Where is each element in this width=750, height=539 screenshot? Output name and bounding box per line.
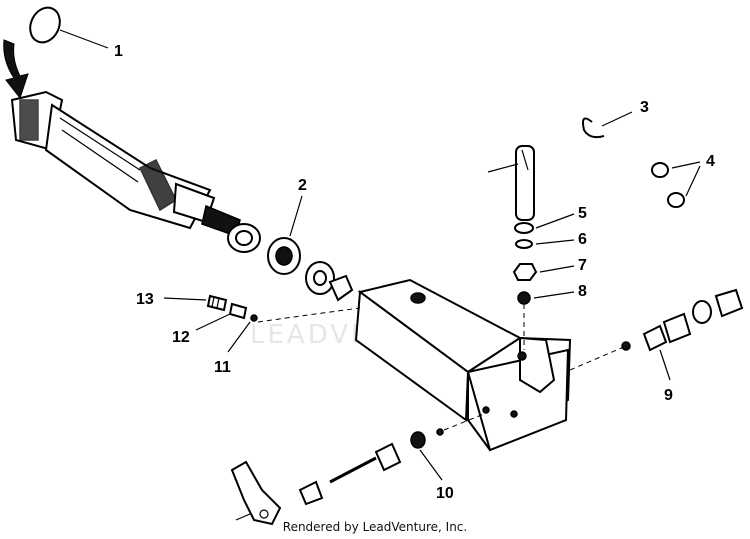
callout-6: 6: [578, 231, 587, 248]
callout-3: 3: [640, 99, 649, 116]
valve-handle: [230, 460, 282, 526]
callout-10: 10: [436, 485, 454, 502]
part-11-ball: [250, 314, 258, 322]
assembly-line: [569, 345, 627, 371]
part-8-ball: [517, 291, 531, 305]
assembly-arrow-icon: [3, 39, 29, 100]
part-4-retaining-rings: [651, 162, 685, 208]
callout-11: 11: [214, 359, 231, 376]
callout-7: 7: [578, 257, 587, 274]
part-2-bushing: [227, 223, 354, 302]
callout-4: 4: [706, 153, 715, 170]
part-3-clip: [582, 117, 605, 139]
hydraulic-cylinder: [10, 90, 241, 237]
part-13-spring: [206, 294, 228, 312]
leader-lines: [59, 29, 701, 481]
assembly-line: [487, 163, 519, 173]
part-12-seat: [228, 302, 248, 320]
part-5-washer: [514, 222, 534, 234]
valve-housing: [354, 278, 572, 452]
part-9-fitting: [621, 288, 744, 352]
assembly-line: [257, 307, 361, 323]
pin: [515, 145, 535, 221]
assembly-line: [443, 413, 485, 431]
callout-1: 1: [114, 43, 123, 60]
part-7-nut: [512, 263, 538, 281]
part-6-o-ring: [515, 239, 533, 249]
part-10-fittings: [298, 428, 444, 506]
callout-2: 2: [298, 177, 307, 194]
callout-13: 13: [136, 291, 154, 308]
callout-8: 8: [578, 283, 587, 300]
callout-12: 12: [172, 329, 190, 346]
callout-9: 9: [664, 387, 673, 404]
footer-credit: Rendered by LeadVenture, Inc.: [282, 520, 468, 534]
callout-5: 5: [578, 205, 587, 222]
part-1-o-ring: [29, 6, 61, 44]
